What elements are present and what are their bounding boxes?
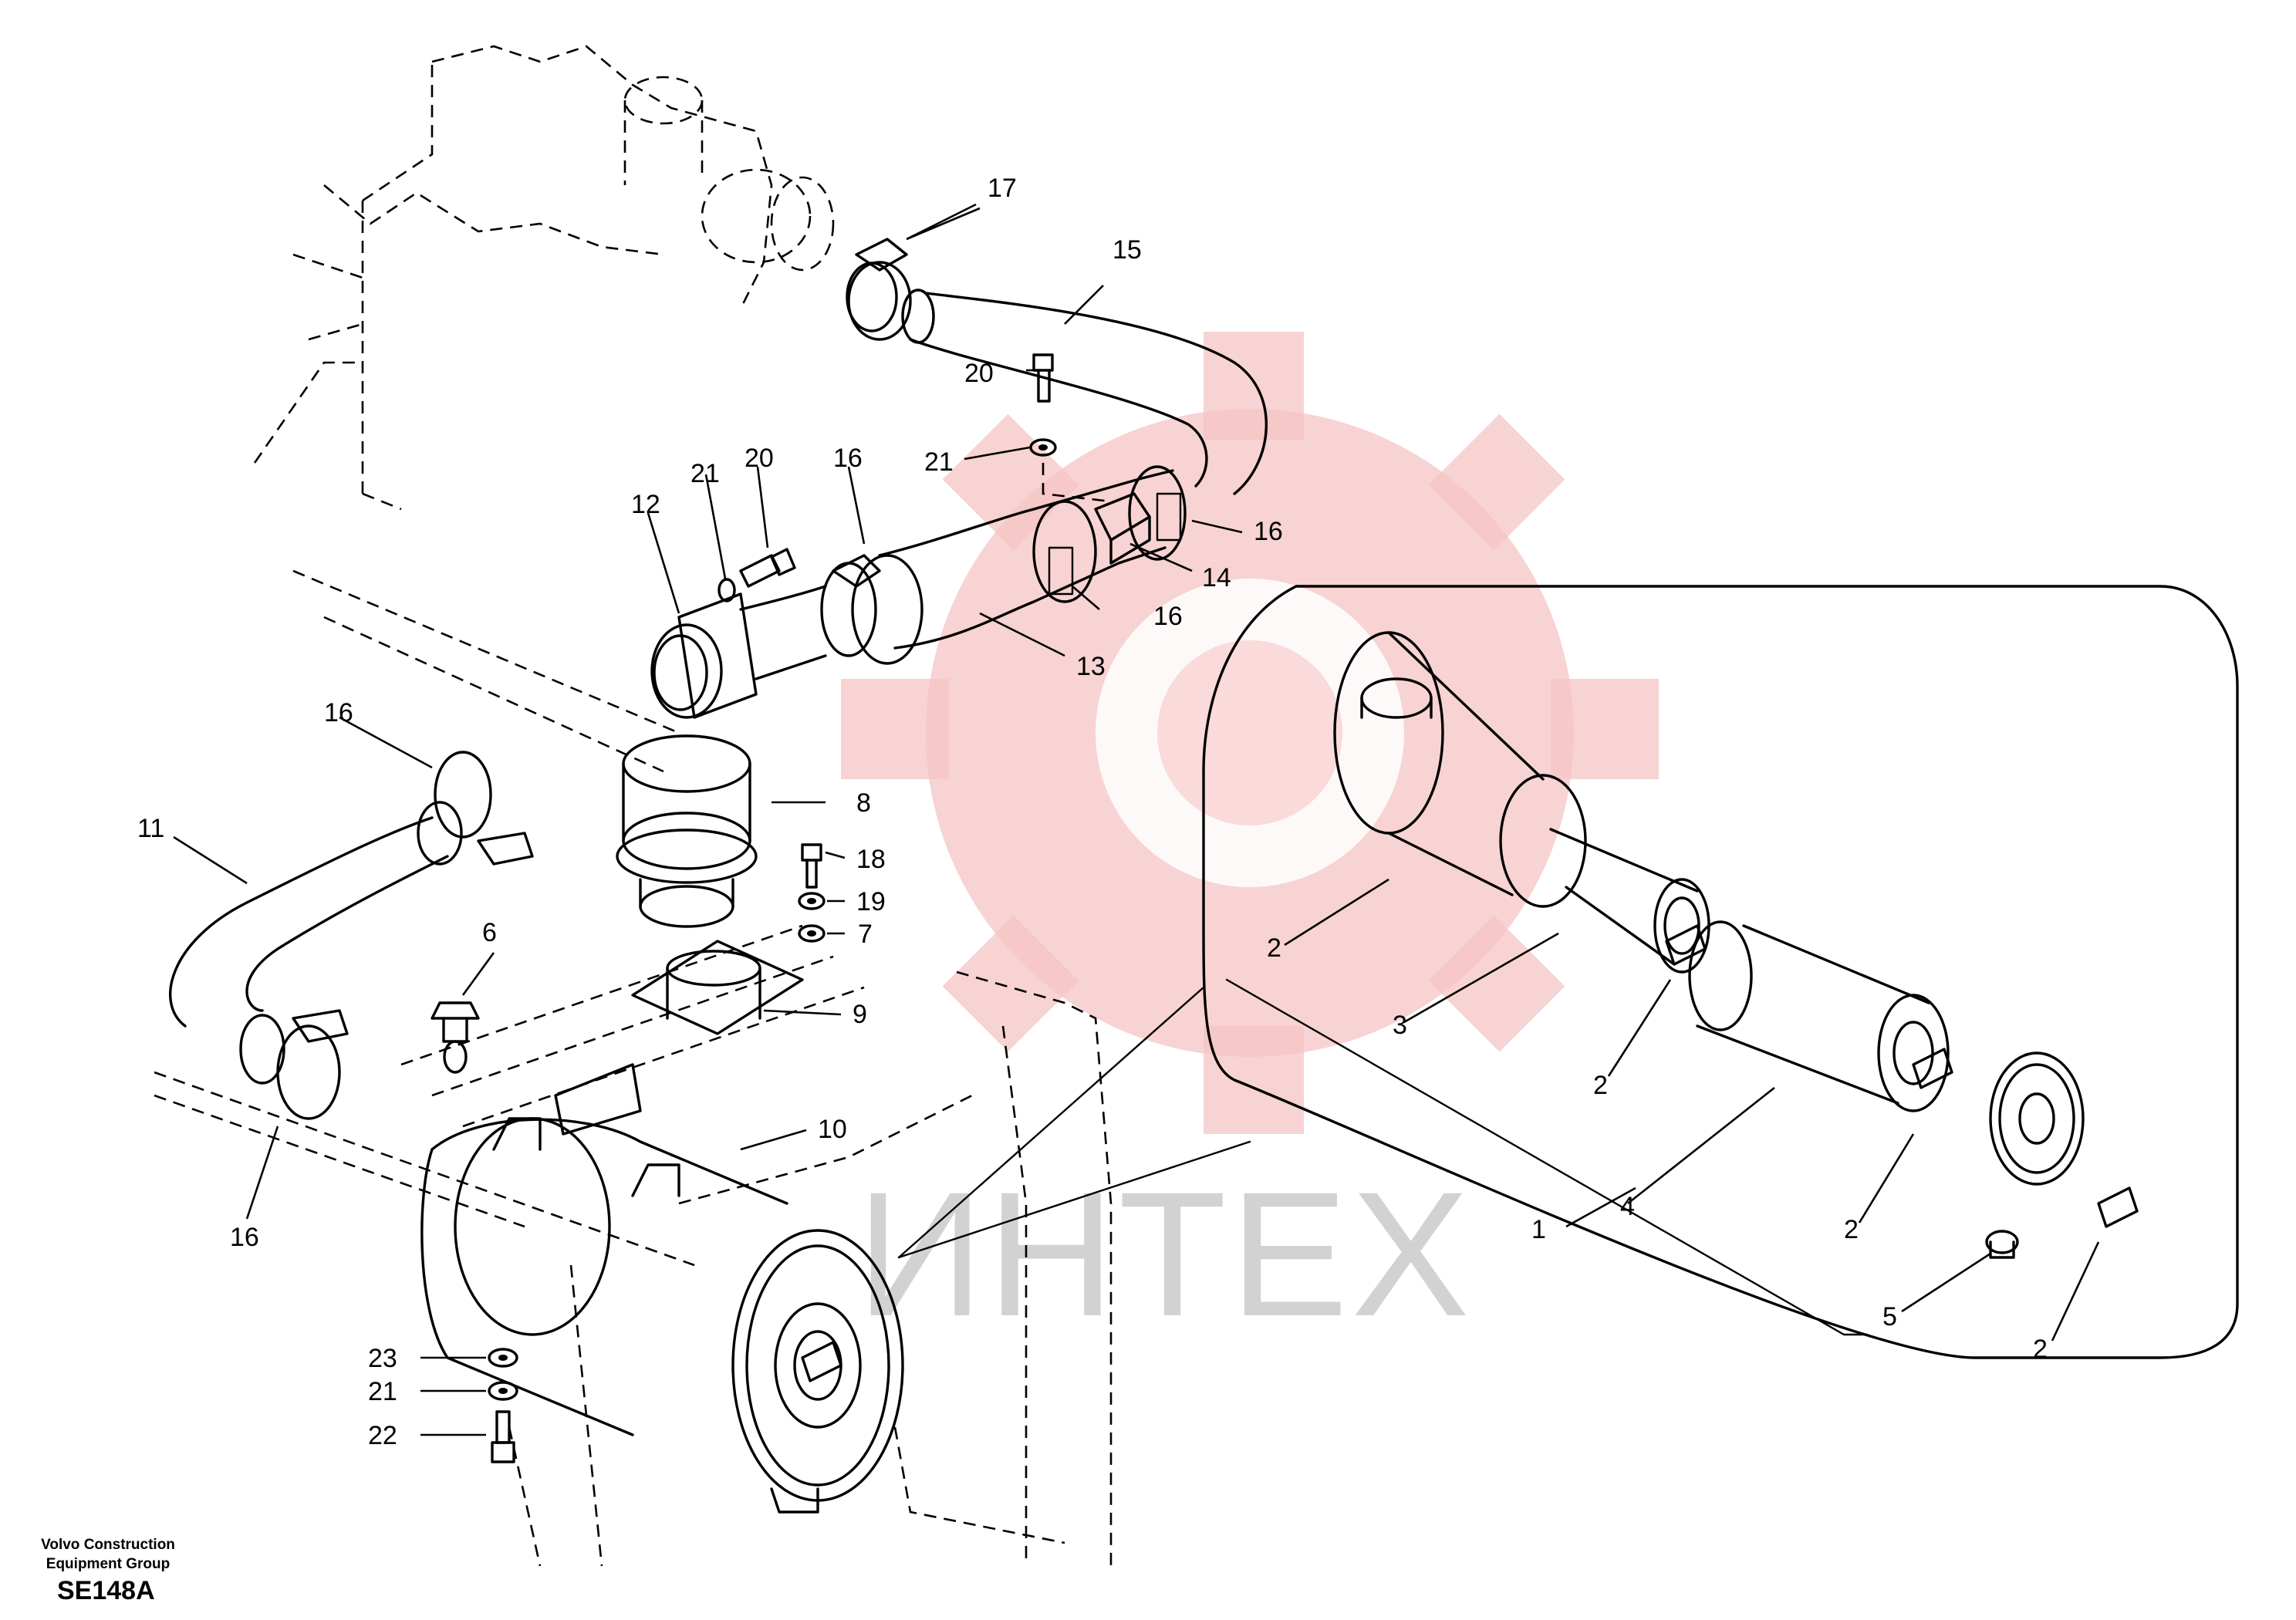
callout-2-wingnut-c: 2 xyxy=(2033,1335,2048,1364)
part-8-precleaner-cap xyxy=(616,734,758,928)
callout-4: 4 xyxy=(1620,1192,1635,1221)
callout-16-hose-upper: 16 xyxy=(324,698,353,727)
watermark: ИНТЕХ xyxy=(841,332,1659,1353)
part-13-hose xyxy=(851,465,1187,665)
inset-wing-nuts xyxy=(1665,924,2139,1228)
callouts: 17 15 20 21 21 20 16 12 16 14 16 13 16 1… xyxy=(137,174,2048,1450)
callout-12: 12 xyxy=(631,490,660,519)
callout-15: 15 xyxy=(1113,235,1142,265)
inset-cover xyxy=(1989,1051,2085,1186)
callout-6: 6 xyxy=(482,918,497,947)
part-15-hose xyxy=(901,289,1268,495)
callout-2-wingnut-b: 2 xyxy=(1844,1215,1859,1244)
part-7-washer xyxy=(798,924,826,943)
part-16-clamp-upper-c xyxy=(1156,492,1182,542)
callout-8: 8 xyxy=(856,788,871,818)
callout-19: 19 xyxy=(856,887,886,916)
part-16-clamp-upper-b xyxy=(1048,546,1074,596)
callout-16-upper-a: 16 xyxy=(833,444,863,473)
part-9-adapter xyxy=(631,940,804,1035)
footer-figure-code: SE148A xyxy=(57,1576,155,1605)
callout-3: 3 xyxy=(1393,1011,1407,1040)
part-10-air-cleaner-housing xyxy=(420,1063,904,1514)
callout-16-upper-c: 16 xyxy=(1254,517,1283,546)
callout-11: 11 xyxy=(137,814,164,843)
callout-9: 9 xyxy=(853,1000,867,1029)
part-18-bolt xyxy=(801,843,822,889)
part-21-washer-upper xyxy=(1029,438,1112,503)
part-21-washer-flange xyxy=(718,578,736,602)
watermark-gear-icon xyxy=(841,332,1659,1134)
callout-7: 7 xyxy=(858,920,873,949)
part-16-clamp-hose-upper xyxy=(434,751,534,866)
callout-20-upper: 20 xyxy=(964,359,994,388)
part-16-clamp-upper-a xyxy=(820,554,881,657)
callout-22: 22 xyxy=(368,1421,397,1450)
part-20-bolt-flange xyxy=(739,548,796,588)
part-6-vacuator-valve xyxy=(430,1001,480,1074)
callout-5: 5 xyxy=(1882,1302,1897,1331)
part-14-bracket xyxy=(1094,492,1151,565)
engine-outline xyxy=(154,45,1113,1567)
footer-company-line1: Volvo Construction xyxy=(41,1537,175,1553)
callout-20-flange: 20 xyxy=(745,444,774,473)
part-20-bolt-upper xyxy=(1032,353,1054,403)
callout-23: 23 xyxy=(368,1344,397,1373)
inset-safety-element xyxy=(1688,920,1950,1112)
callout-10: 10 xyxy=(818,1115,847,1144)
inset-part-5-valve xyxy=(1985,1230,2019,1259)
footer-company-line2: Equipment Group xyxy=(46,1556,171,1572)
callout-21-upper: 21 xyxy=(924,447,954,477)
callout-2-housing: 2 xyxy=(1267,933,1281,963)
callout-13: 13 xyxy=(1076,652,1106,681)
part-21-washer-lower xyxy=(488,1381,518,1401)
callout-1: 1 xyxy=(1531,1215,1546,1244)
part-19-washer xyxy=(798,892,826,910)
callout-2-wingnut-a: 2 xyxy=(1593,1071,1608,1100)
part-12-flange xyxy=(650,585,827,719)
callout-16-hose-lower: 16 xyxy=(230,1223,259,1252)
part-23-washer xyxy=(488,1348,518,1368)
inset-housing xyxy=(1333,631,1587,908)
inset-kit-bracket-1 xyxy=(1225,978,1869,1336)
part-11-hose xyxy=(168,801,463,1085)
footer-company: Volvo Construction Equipment Group xyxy=(23,1535,193,1574)
callout-21-flange: 21 xyxy=(690,459,720,488)
part-22-bolt xyxy=(491,1410,515,1463)
watermark-text: ИНТЕХ xyxy=(856,1155,1473,1353)
part-17-clamp xyxy=(846,238,912,341)
callout-14: 14 xyxy=(1202,563,1231,592)
callout-17: 17 xyxy=(988,174,1017,203)
part-16-clamp-hose-lower xyxy=(276,1009,349,1120)
leader-lines xyxy=(173,203,2100,1436)
detail-inset xyxy=(897,585,2239,1359)
inset-primary-element xyxy=(1549,828,1710,974)
callout-16-upper-b: 16 xyxy=(1153,602,1183,631)
callout-21-lower: 21 xyxy=(368,1377,397,1406)
callout-18: 18 xyxy=(856,845,886,874)
